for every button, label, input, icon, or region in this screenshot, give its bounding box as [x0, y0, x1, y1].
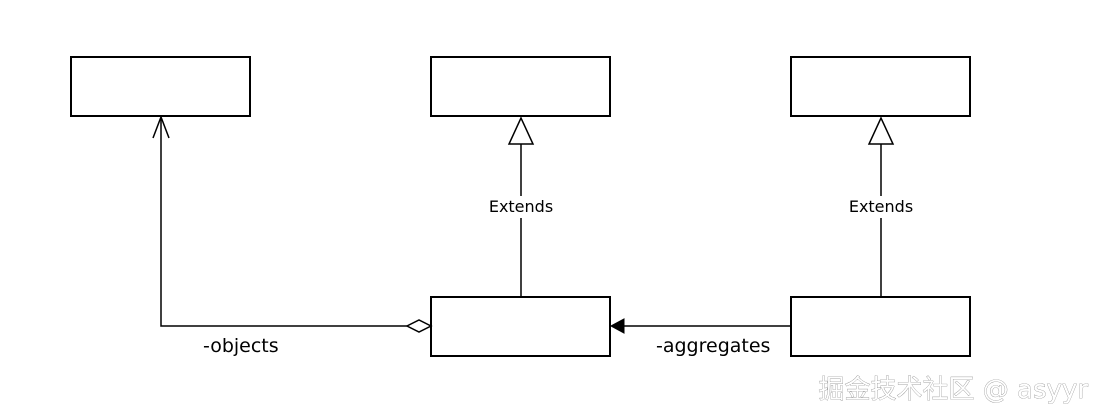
class-box-top-right[interactable]	[790, 56, 971, 117]
hollow-triangle-middle	[507, 116, 535, 145]
class-box-top-left[interactable]	[70, 56, 251, 117]
class-box-bottom-middle[interactable]	[430, 296, 611, 357]
extends-label-right: Extends	[849, 197, 913, 216]
watermark-text: 掘金技术社区 @ asyyr	[819, 375, 1089, 405]
role-label-objects: -objects	[203, 335, 279, 357]
class-box-top-middle[interactable]	[430, 56, 611, 117]
hollow-triangle-right	[867, 116, 895, 145]
role-label-aggregates: -aggregates	[656, 335, 770, 357]
filled-arrowhead-bottom-middle	[609, 318, 625, 334]
class-box-bottom-right[interactable]	[790, 296, 971, 357]
extends-label-middle: Extends	[489, 197, 553, 216]
aggregation-objects-line[interactable]	[160, 118, 407, 327]
aggregation-diamond	[405, 319, 433, 333]
open-arrowhead-top-left	[152, 114, 170, 139]
